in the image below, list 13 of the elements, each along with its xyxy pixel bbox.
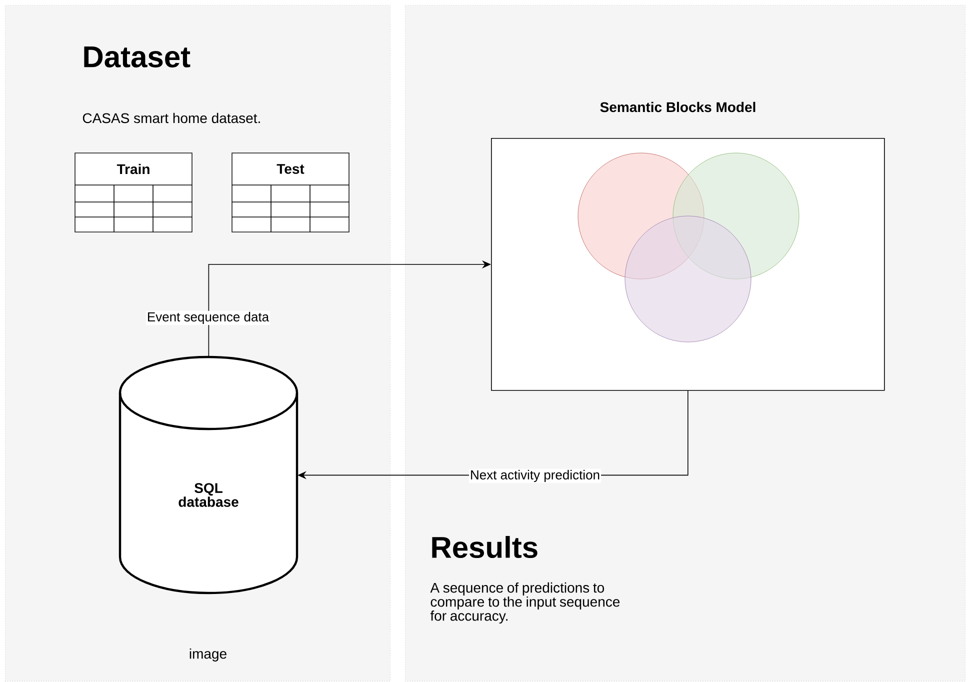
edge-label: Event sequence data <box>146 310 270 326</box>
description: A sequence of predictions to compare to the input sequence for accuracy. <box>430 582 620 624</box>
description: CASAS smart home dataset. <box>82 112 260 124</box>
database-cylinder: SQL database <box>118 356 298 594</box>
edge-label: Next activity prediction <box>468 468 602 484</box>
table: Train <box>74 152 192 232</box>
box-title: Semantic Blocks Model <box>600 102 756 112</box>
heading: Dataset <box>84 46 190 68</box>
panel-label: image <box>190 648 226 662</box>
venn-circle <box>624 216 752 342</box>
venn-circle <box>672 152 800 280</box>
heading: Results <box>432 536 538 558</box>
table: Test <box>232 152 350 232</box>
